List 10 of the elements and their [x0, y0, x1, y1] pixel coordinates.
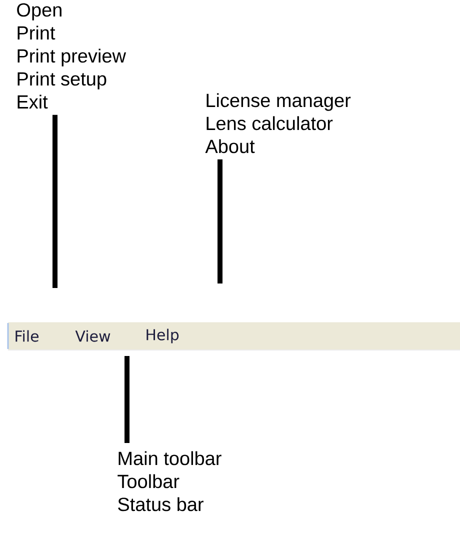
menu-list: Main toolbar Toolbar Status bar	[118, 451, 222, 512]
leader-line	[52, 114, 58, 288]
menu-item: Help	[146, 328, 179, 344]
menu-item: File	[16, 330, 38, 342]
leader-line	[218, 159, 222, 284]
menu-item: View	[75, 330, 110, 342]
menu-bar	[7, 322, 460, 350]
menu-list: Open Print Print preview Print setup Exit	[17, 3, 126, 109]
menu-list: License manager Lens calculator About	[205, 93, 351, 154]
leader-line	[124, 356, 130, 443]
